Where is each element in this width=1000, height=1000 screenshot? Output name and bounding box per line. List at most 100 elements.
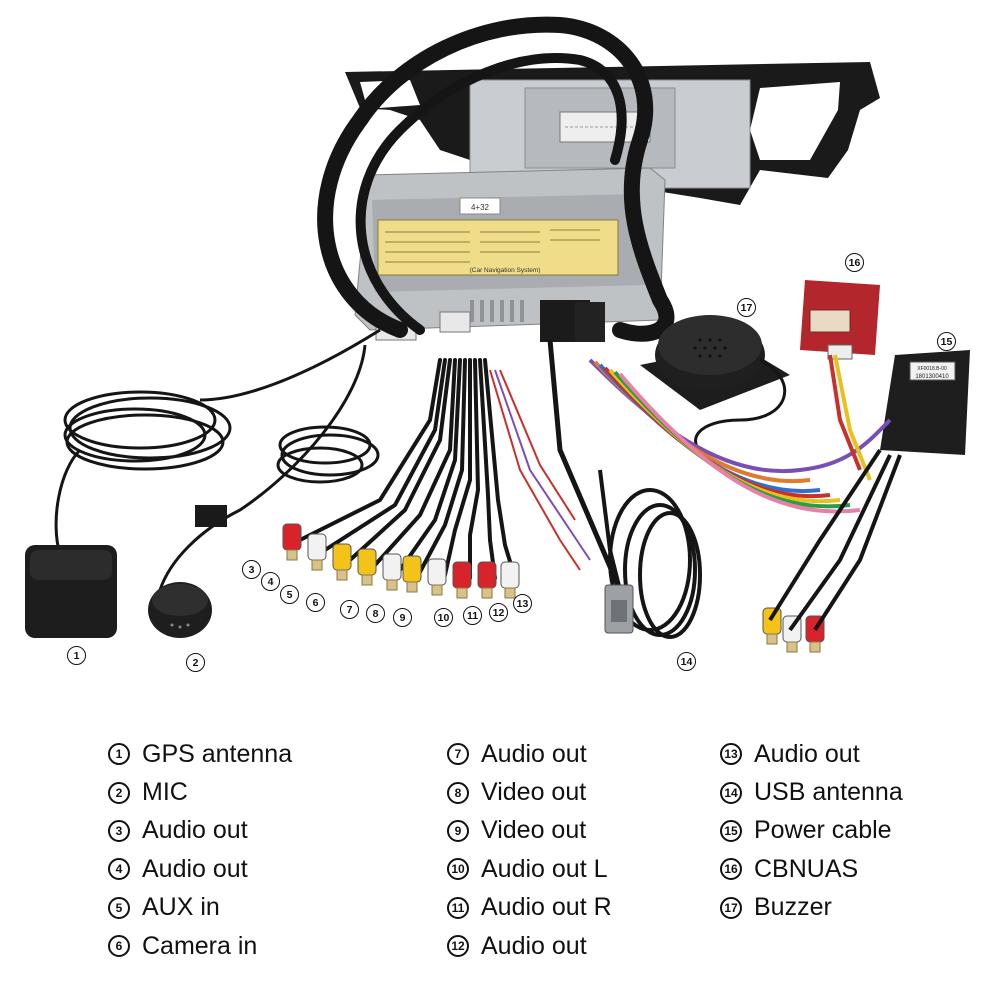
legend-item-7: 7 Audio out [447,735,612,773]
rca-plug-tip [786,641,798,653]
legend-item-1: 1 GPS antenna [108,735,292,773]
legend-item-4: 4 Audio out [108,850,292,888]
legend-label: Buzzer [754,893,832,922]
rca-plug-tip [286,549,298,561]
callout-11: 11 [463,606,482,625]
legend-item-8: 8 Video out [447,773,612,811]
legend-label: Audio out R [481,893,612,922]
legend-item-5: 5 AUX in [108,889,292,927]
power-label-line1: XF0018.B-00 [917,366,947,372]
legend-number: 5 [108,896,130,919]
rca-plug [500,561,520,589]
legend-item-10: 10 Audio out L [447,850,612,888]
callout-12: 12 [489,603,508,622]
legend-label: Video out [481,816,587,845]
legend-label: GPS antenna [142,739,293,768]
buzzer [640,315,790,462]
rca-plug-tip [361,574,373,586]
callout-17: 17 [737,298,756,317]
callout-1: 1 [67,646,86,665]
rca-plug-tip [431,584,443,596]
wiring-diagram: 4+32 (Car Navigation System) [25,16,970,653]
legend-number: 4 [108,858,130,881]
rca-plug-tip [311,559,323,571]
legend-label: Audio out [142,854,248,883]
callout-14: 14 [677,652,696,671]
legend-label: AUX in [142,893,220,922]
legend-item-3: 3 Audio out [108,812,292,850]
legend-label: Power cable [754,816,892,845]
legend-label: Camera in [142,931,258,960]
legend-label: Audio out [142,816,248,845]
rca-plug-tip [406,581,418,593]
rca-plug [332,543,352,571]
legend-item-6: 6 Camera in [108,927,292,965]
legend-number: 9 [447,819,469,842]
legend-label: Audio out [481,739,587,768]
legend-item-11: 11 Audio out R [447,889,612,927]
rca-plug [357,548,377,576]
rca-plug [452,561,472,589]
legend-number: 11 [447,896,469,919]
legend-label: CBNUAS [754,854,859,883]
legend-number: 10 [447,858,469,881]
legend-number: 16 [720,858,742,881]
legend-label: Audio out L [481,854,608,883]
callout-15: 15 [937,332,956,351]
legend-number: 15 [720,819,742,842]
callout-3: 3 [242,560,261,579]
sticker-main-text: (Car Navigation System) [470,267,541,274]
callout-8: 8 [366,604,385,623]
rca-plugs [282,523,825,653]
head-unit-chassis: 4+32 (Car Navigation System) [354,167,666,342]
legend-item-13: 13 Audio out [720,735,903,773]
legend-item-15: 15 Power cable [720,812,903,850]
callout-6: 6 [306,593,325,612]
power-cable: XF0018.B-00 1801300410 [588,350,970,632]
callout-7: 7 [340,600,359,619]
rca-plug-tip [766,633,778,645]
legend-number: 7 [447,743,469,766]
legend-number: 1 [108,743,130,766]
gps-antenna [25,328,381,638]
callout-10: 10 [434,608,453,627]
rca-plug-tip [336,569,348,581]
canbus-box [800,280,880,360]
rca-plug [427,558,447,586]
thin-color-wires [489,369,591,571]
legend-number: 17 [720,896,742,919]
rca-plug-tip [456,587,468,599]
rca-plug-tip [504,587,516,599]
rca-plug-tip [386,579,398,591]
legend-item-9: 9 Video out [447,812,612,850]
rca-breakout [298,358,517,580]
cable-harness [317,16,675,342]
legend-label: MIC [142,778,188,807]
legend-number: 8 [447,781,469,804]
callout-9: 9 [393,608,412,627]
rca-plug-tip [809,641,821,653]
rca-plug [402,555,422,583]
microphone [148,344,380,638]
rca-plug [382,553,402,581]
legend-number: 13 [720,743,742,766]
legend-number: 3 [108,819,130,842]
legend-item-16: 16 CBNUAS [720,850,903,888]
sticker-top-text: 4+32 [471,203,490,212]
callout-16: 16 [845,253,864,272]
legend-number: 6 [108,935,130,958]
rca-plug-tip [481,587,493,599]
usb-antenna [547,339,702,639]
callout-2: 2 [186,653,205,672]
legend-item-17: 17 Buzzer [720,889,903,927]
legend-label: Audio out [754,739,860,768]
power-label-line2: 1801300410 [915,374,949,380]
product-illustration: 4+32 (Car Navigation System) [25,16,970,672]
legend-number: 14 [720,781,742,804]
callout-13: 13 [513,594,532,613]
legend-label: Video out [481,778,587,807]
